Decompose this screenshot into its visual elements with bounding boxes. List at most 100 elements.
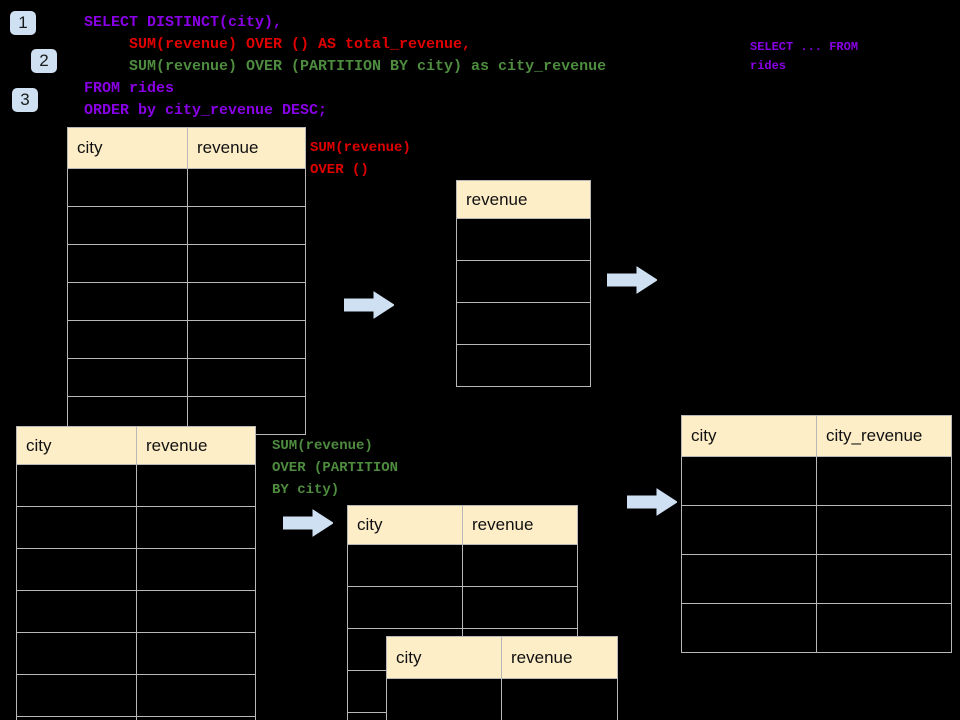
table-cell	[136, 506, 256, 549]
step-badge-1: 1	[10, 11, 36, 35]
table-cell	[347, 544, 463, 587]
table-cell	[136, 716, 256, 720]
table-cell	[67, 244, 188, 283]
annotation-sum-over-empty: SUM(revenue) OVER ()	[310, 140, 411, 178]
table-cell	[136, 590, 256, 633]
table-row	[16, 464, 256, 507]
arrow-rides-to-total-icon	[344, 291, 394, 319]
table-cell	[187, 282, 306, 321]
table-header-row: revenue	[456, 180, 591, 219]
table-row	[16, 632, 256, 675]
step-badge-2: 2	[31, 49, 57, 73]
column-header: city	[386, 636, 502, 679]
table-cell	[67, 168, 188, 207]
column-header: city_revenue	[816, 415, 952, 457]
table-cell	[386, 678, 502, 720]
table-cell	[681, 554, 817, 604]
table-row	[681, 603, 952, 653]
table-cell	[681, 456, 817, 506]
table-cell	[816, 554, 952, 604]
column-header: city	[16, 426, 137, 465]
table-cell	[136, 548, 256, 591]
table-row	[67, 244, 306, 283]
table-cell	[456, 218, 591, 261]
sql-line-4: FROM rides	[84, 80, 175, 97]
table-cell	[462, 586, 578, 629]
table-cell	[187, 206, 306, 245]
table-row	[67, 168, 306, 207]
table-row	[67, 358, 306, 397]
table-cell	[67, 358, 188, 397]
table-row	[67, 206, 306, 245]
table-row	[681, 456, 952, 506]
table-cell	[67, 206, 188, 245]
table-row	[386, 678, 618, 720]
annotation-sum-over-partition: SUM(revenue) OVER (PARTITION BY city)	[272, 438, 399, 498]
table-row	[456, 218, 591, 261]
table-row	[681, 554, 952, 604]
column-header: revenue	[456, 180, 591, 219]
table-row	[67, 282, 306, 321]
column-header: revenue	[462, 505, 578, 545]
arrow-rides-to-partition-icon	[283, 509, 333, 537]
table-cell	[456, 344, 591, 387]
column-header: city	[347, 505, 463, 545]
table-cell	[16, 632, 137, 675]
step-badge-3: 3	[12, 88, 38, 112]
arrow-total-to-result-icon	[607, 266, 657, 294]
table-cell	[136, 464, 256, 507]
table-cell	[136, 632, 256, 675]
column-header: city	[681, 415, 817, 457]
table-cell	[816, 603, 952, 653]
sql-line-2: SUM(revenue) OVER () AS total_revenue,	[129, 36, 472, 53]
column-header: revenue	[187, 127, 306, 169]
table-cell	[681, 603, 817, 653]
table-cell	[501, 678, 618, 720]
arrow-partition-to-result-icon	[627, 488, 677, 516]
table-cell	[456, 260, 591, 303]
table-cell	[16, 716, 137, 720]
column-header: revenue	[136, 426, 256, 465]
table-total-revenue: revenue	[456, 180, 591, 387]
table-row	[16, 716, 256, 720]
column-header: revenue	[501, 636, 618, 679]
table-cell	[16, 548, 137, 591]
table-row	[456, 302, 591, 345]
table-row	[347, 544, 578, 587]
sql-line-3: SUM(revenue) OVER (PARTITION BY city) as…	[129, 58, 607, 75]
table-row	[16, 548, 256, 591]
table-cell	[816, 456, 952, 506]
table-row	[16, 506, 256, 549]
sql-line-5: ORDER by city_revenue DESC;	[84, 102, 328, 119]
table-cell	[347, 586, 463, 629]
table-row	[456, 344, 591, 387]
table-cell	[16, 590, 137, 633]
table-cell	[16, 506, 137, 549]
column-header: city	[67, 127, 188, 169]
table-row	[347, 586, 578, 629]
table-cell	[16, 464, 137, 507]
table-cell	[187, 320, 306, 359]
table-row	[16, 590, 256, 633]
table-row	[16, 674, 256, 717]
side-note-select-from-rides: SELECT ... FROM rides	[750, 40, 859, 73]
table-cell	[187, 358, 306, 397]
table-row	[681, 505, 952, 555]
table-cell	[67, 320, 188, 359]
table-row	[67, 320, 306, 359]
table-cell	[136, 674, 256, 717]
table-cell	[462, 544, 578, 587]
table-cell	[67, 282, 188, 321]
sql-query-block: SELECT DISTINCT(city),SUM(revenue) OVER …	[84, 12, 606, 122]
table-row	[456, 260, 591, 303]
table-cell	[16, 674, 137, 717]
